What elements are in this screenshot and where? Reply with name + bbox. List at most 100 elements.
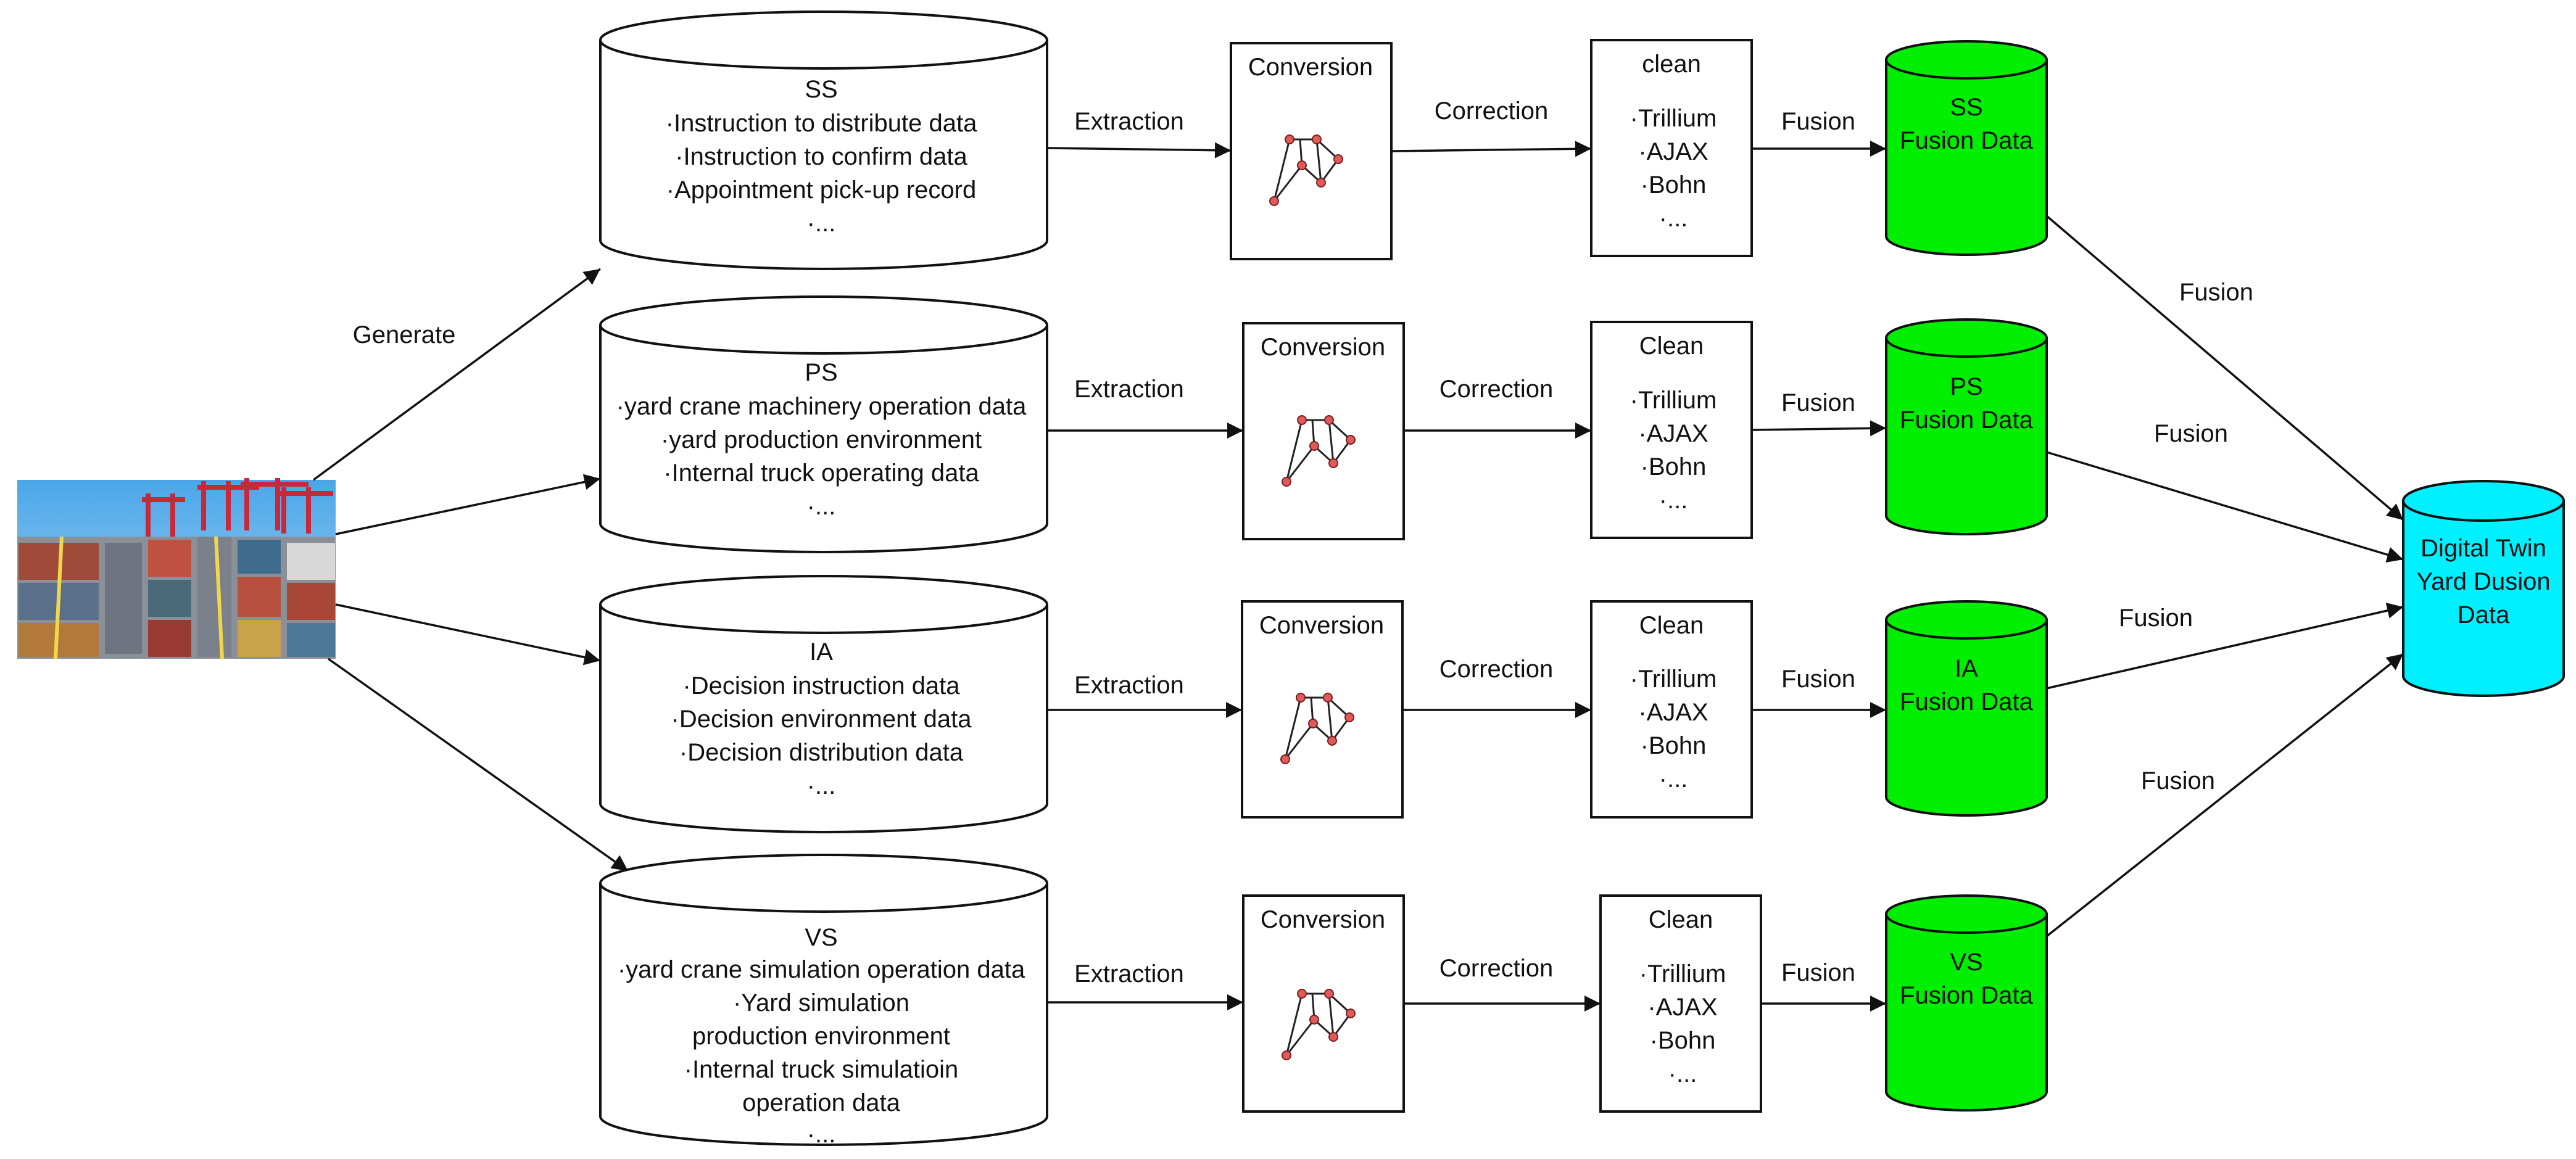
clean-item: ·... <box>1659 205 1688 232</box>
clean-item: ·Trillium <box>1630 666 1717 693</box>
conversion-box: Conversion <box>1241 600 1404 819</box>
source-line: production environment <box>692 1023 950 1050</box>
fusion-label: Fusion <box>1781 959 1855 986</box>
fusion-label: Fusion <box>2141 767 2215 794</box>
source-line: ·yard production environment <box>661 426 982 453</box>
extraction-arrows <box>1046 142 1243 1010</box>
clean-item: ·... <box>1659 487 1688 514</box>
conversion-box: Conversion <box>1230 42 1393 260</box>
digital-twin-line: Digital Twin <box>2421 535 2546 562</box>
digital-twin-line: Data <box>2458 601 2510 629</box>
source-line: ·Decision environment data <box>671 706 972 733</box>
clean-item: ·Bohn <box>1650 1027 1716 1054</box>
clean-box: clean ·Trillium ·AJAX ·Bohn ·... <box>1590 39 1753 257</box>
correction-label: Correction <box>1439 955 1554 982</box>
source-line: ·Appointment pick-up record <box>666 176 976 204</box>
fusion-data-name: VS <box>1950 949 1982 976</box>
generate-arrows <box>312 268 629 872</box>
source-line: ·Instruction to confirm data <box>675 143 967 170</box>
fusion-data-sub: Fusion Data <box>1900 982 2033 1009</box>
source-line: ·Instruction to distribute data <box>666 110 977 137</box>
fusion-to-twin-arrows <box>2045 215 2404 938</box>
clean-title: Clean <box>1639 612 1704 639</box>
clean-item: ·Trillium <box>1630 387 1717 414</box>
source-line: ·Internal truck simulatioin <box>684 1056 959 1083</box>
fusion-data-ps: PS Fusion Data <box>1885 318 2048 535</box>
clean-box: Clean ·Trillium ·AJAX ·Bohn ·... <box>1599 894 1762 1113</box>
graph-network-icon <box>1282 415 1356 487</box>
source-line: ·... <box>807 772 836 799</box>
correction-label: Correction <box>1435 97 1549 125</box>
fusion-data-name: PS <box>1950 373 1982 400</box>
clean-box: Clean ·Trillium ·AJAX ·Bohn ·... <box>1590 600 1753 819</box>
clean-item: ·Trillium <box>1630 105 1717 132</box>
source-ss: SS ·Instruction to distribute data ·Inst… <box>599 10 1048 270</box>
clean-title: clean <box>1642 51 1701 78</box>
source-line: operation data <box>742 1089 901 1116</box>
fusion-data-sub: Fusion Data <box>1900 688 2033 716</box>
clean-item: ·... <box>1659 765 1688 793</box>
clean-title: Clean <box>1639 332 1704 360</box>
clean-item: ·Trillium <box>1639 960 1726 988</box>
clean-item: ·AJAX <box>1638 699 1708 726</box>
fusion-data-sub: Fusion Data <box>1900 406 2033 434</box>
correction-label: Correction <box>1439 656 1554 683</box>
clean-item: ·Bohn <box>1641 453 1707 481</box>
clean-box: Clean ·Trillium ·AJAX ·Bohn ·... <box>1590 321 1753 539</box>
source-line: ·Decision distribution data <box>679 739 964 766</box>
source-title: IA <box>810 638 833 666</box>
fusion-label: Fusion <box>1781 389 1855 416</box>
fusion-label: Fusion <box>2119 604 2193 632</box>
source-line: ·... <box>807 1121 836 1148</box>
correction-arrows <box>1391 141 1601 1012</box>
fusion-data-ss: SS Fusion Data <box>1885 40 2048 256</box>
clean-item: ·AJAX <box>1638 138 1708 165</box>
extraction-label: Extraction <box>1074 376 1184 403</box>
source-title: SS <box>805 76 837 103</box>
clean-title: Clean <box>1649 906 1713 933</box>
source-title: VS <box>805 924 837 951</box>
container-yard-photo-icon <box>17 478 336 659</box>
clean-to-fusion-arrows <box>1751 141 1887 1012</box>
source-line: ·... <box>807 493 836 520</box>
fusion-data-name: SS <box>1950 94 1982 121</box>
digital-twin-data: Digital Twin Yard Dusion Data <box>2402 480 2565 697</box>
fusion-label: Fusion <box>1781 666 1855 693</box>
clean-item: ·AJAX <box>1638 420 1708 447</box>
fusion-label: Fusion <box>1781 108 1855 135</box>
clean-item: ·AJAX <box>1647 994 1717 1021</box>
graph-network-icon <box>1282 989 1356 1060</box>
conversion-title: Conversion <box>1261 906 1385 933</box>
correction-label: Correction <box>1439 376 1554 403</box>
graph-network-icon <box>1269 134 1343 206</box>
clean-item: ·Bohn <box>1641 732 1707 759</box>
fusion-label: Fusion <box>2154 420 2228 447</box>
source-title: PS <box>805 359 837 386</box>
graph-network-icon <box>1280 693 1354 764</box>
fusion-data-vs: VS Fusion Data <box>1885 894 2048 1112</box>
generate-label: Generate <box>353 321 456 349</box>
source-vs: VS ·yard crane simulation operation data… <box>599 854 1048 1148</box>
source-ia: IA ·Decision instruction data ·Decision … <box>599 575 1048 833</box>
source-line: ·yard crane simulation operation data <box>618 956 1025 983</box>
source-line: ·yard crane machinery operation data <box>616 393 1027 420</box>
fusion-data-name: IA <box>1955 655 1978 682</box>
conversion-title: Conversion <box>1259 612 1384 639</box>
fusion-data-ia: IA Fusion Data <box>1885 600 2048 817</box>
source-ps: PS ·yard crane machinery operation data … <box>599 295 1048 553</box>
conversion-box: Conversion <box>1242 322 1405 540</box>
conversion-box: Conversion <box>1242 894 1405 1113</box>
clean-item: ·... <box>1668 1060 1697 1087</box>
extraction-label: Extraction <box>1074 108 1184 135</box>
source-line: ·Yard simulation <box>733 989 909 1017</box>
source-line: ·Decision instruction data <box>682 672 960 699</box>
conversion-title: Conversion <box>1248 54 1373 81</box>
conversion-title: Conversion <box>1261 334 1385 361</box>
clean-item: ·Bohn <box>1641 171 1707 199</box>
extraction-label: Extraction <box>1074 960 1184 988</box>
source-line: ·... <box>807 210 836 237</box>
extraction-label: Extraction <box>1074 672 1184 699</box>
digital-twin-line: Yard Dusion <box>2416 568 2550 595</box>
source-line: ·Internal truck operating data <box>663 460 979 487</box>
